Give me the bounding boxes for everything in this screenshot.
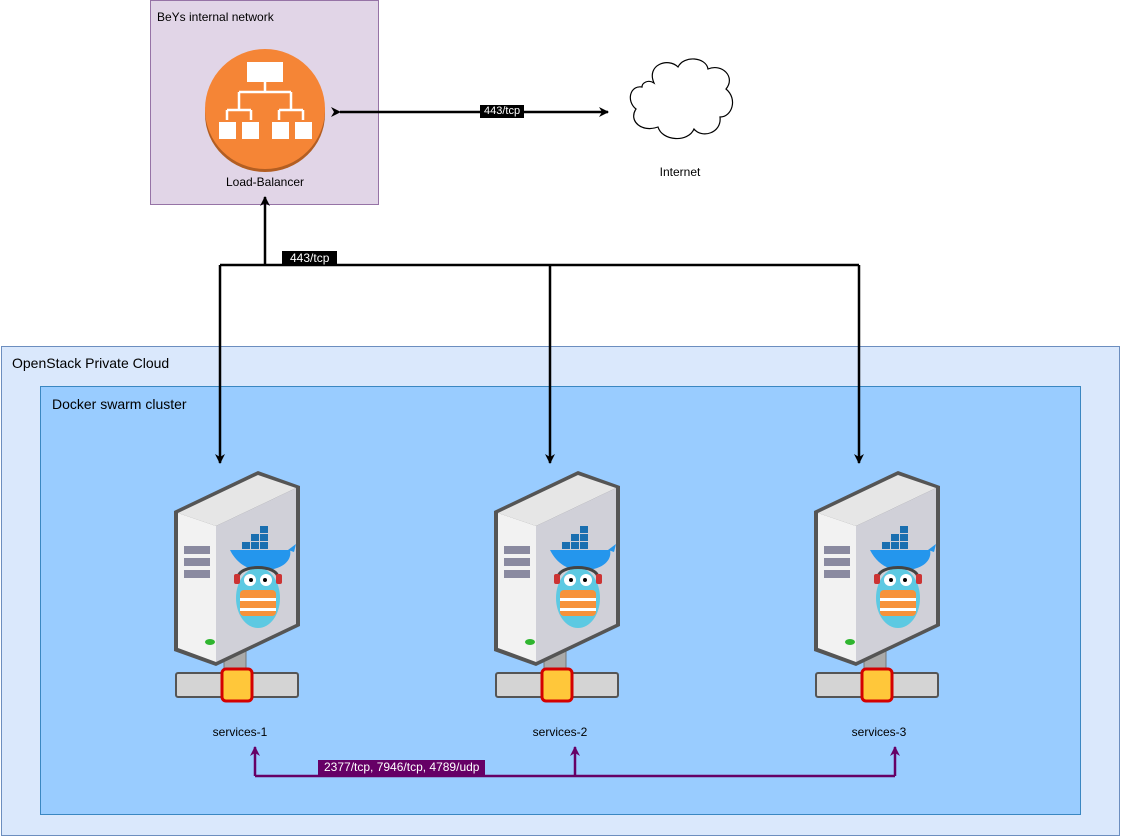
internet-label: Internet xyxy=(659,165,701,179)
server-label: services-3 xyxy=(851,725,907,739)
server-node-2[interactable] xyxy=(492,466,622,711)
internet-node[interactable] xyxy=(626,55,738,141)
server-icon xyxy=(174,471,300,703)
load-balancer-label: Load-Balancer xyxy=(225,175,305,189)
load-balancer-node[interactable] xyxy=(203,48,328,173)
gopher-icon xyxy=(874,566,922,628)
group-label: OpenStack Private Cloud xyxy=(12,355,170,371)
edge-label-lb-internet: 443/tcp xyxy=(480,105,525,118)
cloud-icon xyxy=(629,58,734,140)
docker-icon xyxy=(870,526,936,571)
edge-label-lb-servers: 443/tcp xyxy=(282,251,338,265)
server-label: services-1 xyxy=(212,725,268,739)
edge-label-swarm-ports: 2377/tcp, 7946/tcp, 4789/udp xyxy=(318,760,486,775)
server-icon xyxy=(494,471,620,703)
load-balancer-icon xyxy=(205,49,325,172)
server-node-1[interactable] xyxy=(172,466,302,711)
server-icon xyxy=(814,471,940,703)
server-node-3[interactable] xyxy=(812,466,942,711)
group-label: Docker swarm cluster xyxy=(52,396,187,412)
docker-icon xyxy=(550,526,616,571)
gopher-icon xyxy=(554,566,602,628)
server-label: services-2 xyxy=(532,725,588,739)
gopher-icon xyxy=(234,566,282,628)
group-label: BeYs internal network xyxy=(157,10,274,24)
docker-icon xyxy=(230,526,296,571)
